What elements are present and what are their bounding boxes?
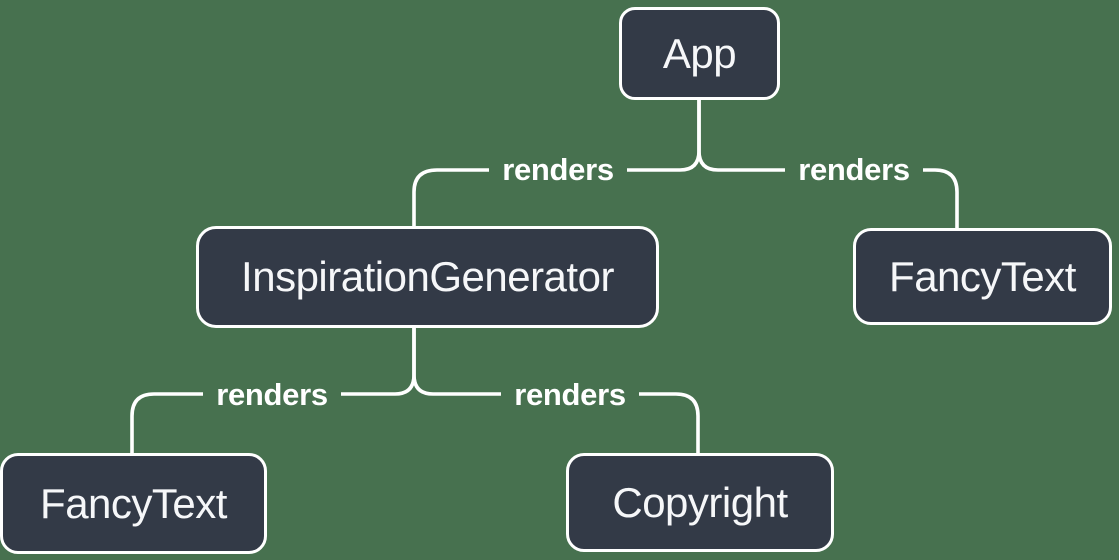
node-inspirationgenerator: InspirationGenerator	[196, 226, 659, 328]
node-fancytext-top: FancyText	[853, 228, 1112, 325]
node-app: App	[619, 7, 780, 100]
edge-label-renders-app-fancytext: renders	[785, 151, 923, 189]
edge-label-renders-app-inspirationgenerator: renders	[489, 151, 627, 189]
node-copyright: Copyright	[566, 453, 834, 552]
node-fancytext-bottom: FancyText	[0, 453, 267, 554]
edge-label-renders-inspirationgenerator-fancytext: renders	[203, 376, 341, 414]
edge-label-renders-inspirationgenerator-copyright: renders	[501, 376, 639, 414]
